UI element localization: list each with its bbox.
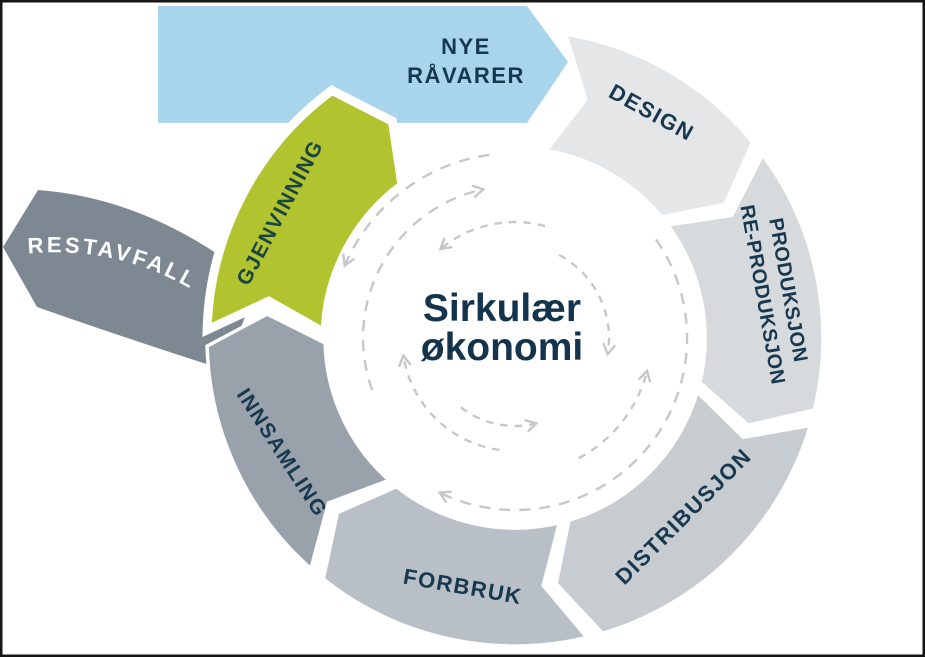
arrowhead-icon (638, 368, 652, 383)
arrowhead-icon (524, 419, 539, 433)
arrowhead-icon (437, 490, 452, 503)
arrowhead-icon (602, 342, 616, 357)
banner-label-line2: RÅVARER (407, 62, 525, 88)
cycle-segments: DESIGNPRODUKSJONRE-PRODUKSJONDISTRIBUSJO… (202, 32, 825, 648)
dashed-arc (460, 406, 537, 428)
dashed-arc (439, 220, 546, 251)
restavfall-band (3, 190, 252, 370)
banner-label-line1: NYE (441, 34, 491, 59)
arrowhead-icon (342, 253, 355, 268)
segment-design (543, 32, 755, 220)
segment-produksjon (664, 151, 825, 428)
segment-gjenvinning (202, 85, 407, 341)
segment-distribusjon (554, 388, 813, 636)
dashed-arc (361, 188, 484, 391)
arrowhead-icon (438, 237, 453, 251)
center-title-line2: økonomi (421, 326, 584, 369)
dashed-arc (402, 355, 500, 452)
dashed-arc (343, 153, 490, 267)
nye-ravarer-arrow (158, 6, 568, 123)
dashed-arc (578, 370, 649, 460)
dashed-arc (558, 253, 611, 355)
center-title-line1: Sirkulær (423, 287, 581, 330)
arrowhead-icon (471, 184, 486, 198)
arrowhead-icon (398, 353, 412, 368)
segment-innsamling (205, 312, 393, 572)
circulation-arrows-icon (342, 153, 689, 512)
dashed-arc (439, 238, 689, 512)
segment-forbruk (321, 484, 591, 648)
